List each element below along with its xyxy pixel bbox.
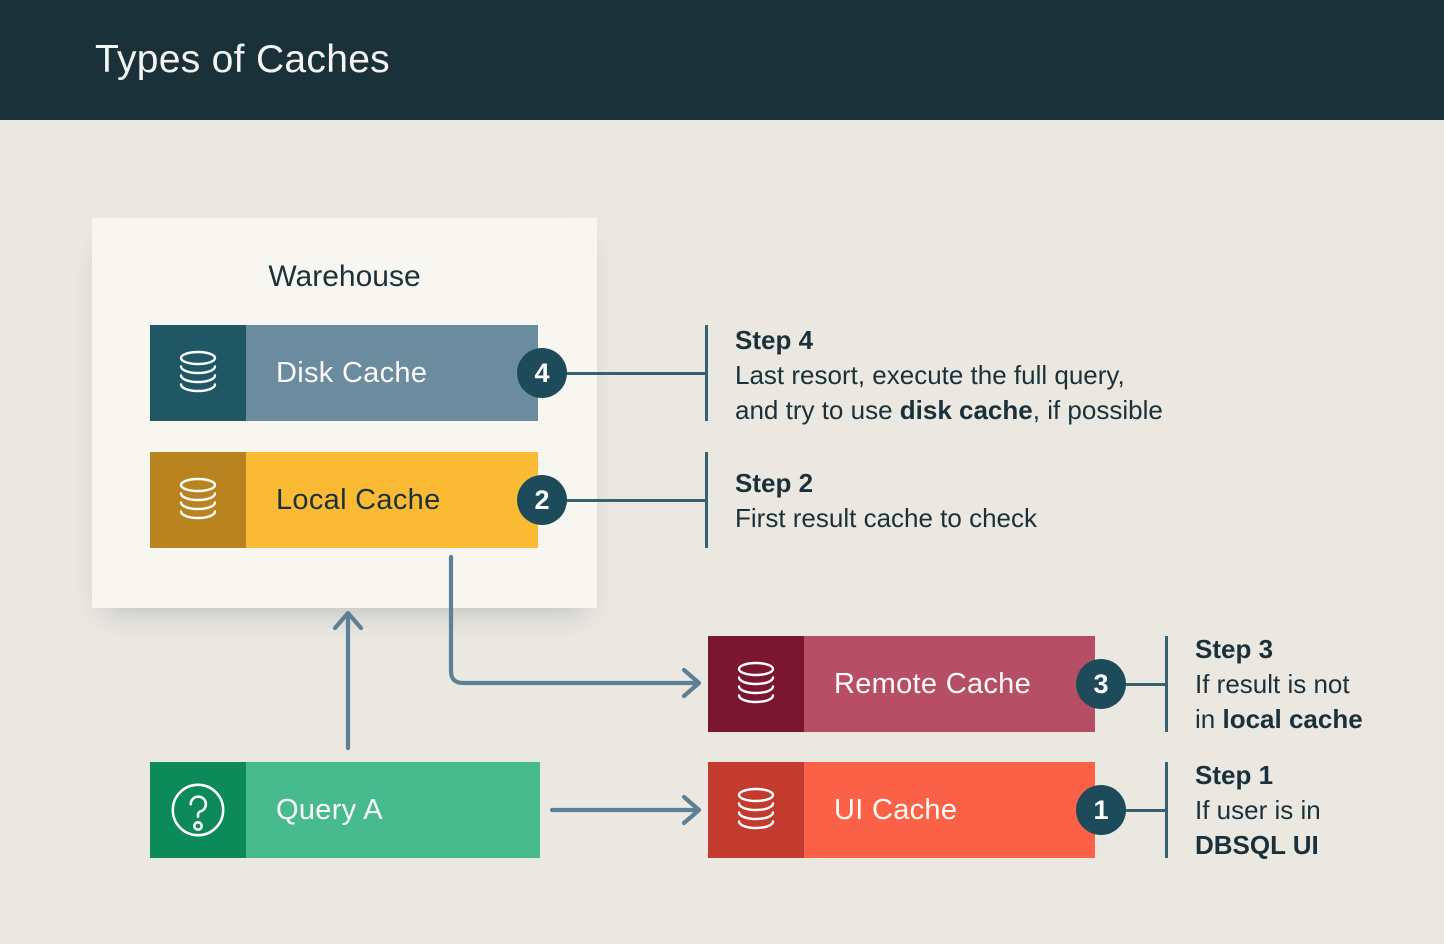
database-icon bbox=[708, 762, 804, 858]
arrow-query-to-ui-cache bbox=[549, 794, 702, 826]
page-title: Types of Caches bbox=[95, 38, 390, 81]
badge-connector bbox=[1125, 683, 1167, 686]
step-title: Step 3 bbox=[1195, 634, 1274, 664]
step-line: If user is in bbox=[1195, 795, 1321, 825]
warehouse-label: Warehouse bbox=[268, 260, 421, 293]
step-4-note: Step 4 Last resort, execute the full que… bbox=[735, 323, 1163, 428]
step-badge-3: 3 bbox=[1076, 659, 1126, 709]
node-label: Remote Cache bbox=[834, 667, 1032, 700]
arrow-query-to-warehouse bbox=[332, 610, 364, 751]
step-badge-4: 4 bbox=[517, 348, 567, 398]
step-2-note: Step 2 First result cache to check bbox=[735, 466, 1037, 536]
step-line: First result cache to check bbox=[735, 503, 1037, 533]
query-a-node: Query A bbox=[150, 762, 540, 858]
step-rule bbox=[705, 452, 708, 548]
step-rule bbox=[1165, 636, 1168, 732]
ui-cache-node: UI Cache bbox=[708, 762, 1095, 858]
badge-connector bbox=[566, 499, 707, 502]
database-icon bbox=[150, 452, 246, 548]
step-line: Last resort, execute the full query, bbox=[735, 360, 1125, 390]
step-line: and try to use disk cache, if possible bbox=[735, 395, 1163, 425]
node-label: Local Cache bbox=[276, 483, 441, 516]
step-line: in local cache bbox=[1195, 704, 1363, 734]
step-line: If result is not bbox=[1195, 669, 1350, 699]
step-title: Step 4 bbox=[735, 325, 814, 355]
badge-connector bbox=[1125, 809, 1167, 812]
step-rule bbox=[1165, 762, 1168, 858]
step-1-note: Step 1 If user is in DBSQL UI bbox=[1195, 758, 1321, 863]
step-title: Step 2 bbox=[735, 468, 814, 498]
node-label: Disk Cache bbox=[276, 356, 428, 389]
remote-cache-node: Remote Cache bbox=[708, 636, 1095, 732]
step-line: DBSQL UI bbox=[1195, 830, 1319, 860]
step-rule bbox=[705, 325, 708, 421]
node-label: Query A bbox=[276, 793, 383, 826]
database-icon bbox=[150, 325, 246, 421]
step-badge-1: 1 bbox=[1076, 785, 1126, 835]
node-label: UI Cache bbox=[834, 793, 958, 826]
step-badge-2: 2 bbox=[517, 475, 567, 525]
database-icon bbox=[708, 636, 804, 732]
step-title: Step 1 bbox=[1195, 760, 1274, 790]
local-cache-node: Local Cache bbox=[150, 452, 538, 548]
header-bar: Types of Caches bbox=[0, 0, 1444, 120]
badge-connector bbox=[566, 372, 707, 375]
step-3-note: Step 3 If result is not in local cache bbox=[1195, 632, 1363, 737]
disk-cache-node: Disk Cache bbox=[150, 325, 538, 421]
question-icon bbox=[150, 762, 246, 858]
